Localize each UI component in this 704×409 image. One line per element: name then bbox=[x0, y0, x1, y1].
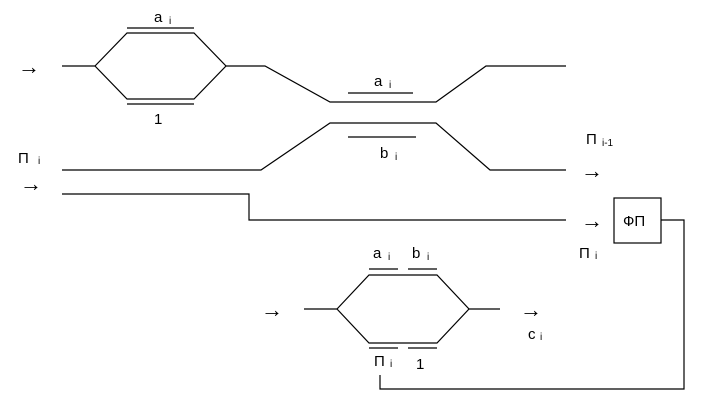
low-p-label: П bbox=[374, 353, 385, 370]
top-right-wire bbox=[226, 65, 566, 103]
p-left-label: П bbox=[18, 150, 29, 167]
p-fp-label: П bbox=[579, 245, 590, 262]
fp-input-arrow: → bbox=[581, 208, 603, 233]
middle-wire bbox=[62, 122, 566, 171]
fp-block-label: ФП bbox=[623, 213, 645, 230]
top-one-label: 1 bbox=[154, 111, 162, 128]
mid-b-label: b bbox=[380, 145, 388, 162]
p-out-label: П bbox=[586, 131, 597, 148]
low-p-subscript: i bbox=[390, 359, 392, 370]
low-b-label: b bbox=[412, 245, 420, 262]
top-input-arrow: → bbox=[18, 54, 40, 79]
lower-wire bbox=[62, 193, 566, 221]
p-out-subscript: i-1 bbox=[602, 138, 614, 149]
low-a-subscript: i bbox=[388, 252, 390, 263]
p-left-subscript: i bbox=[38, 156, 40, 167]
p-fp-subscript: i bbox=[595, 251, 597, 262]
fp-feedback-wire bbox=[379, 219, 685, 390]
low-hex-outline bbox=[336, 274, 470, 344]
fp-block bbox=[613, 197, 662, 244]
low-b-subscript: i bbox=[427, 252, 429, 263]
c-subscript: i bbox=[540, 332, 542, 343]
p-left-arrow: → bbox=[20, 171, 42, 196]
mid-b-subscript: i bbox=[395, 152, 397, 163]
p-out-arrow: → bbox=[581, 158, 603, 183]
top-hex-outline bbox=[94, 32, 227, 100]
low-one-label: 1 bbox=[416, 356, 424, 373]
c-output-arrow: → bbox=[520, 297, 542, 322]
low-input-arrow: → bbox=[261, 297, 283, 322]
mid-a-subscript: i bbox=[389, 80, 391, 91]
top-a-subscript: i bbox=[169, 16, 171, 27]
top-a-label: a bbox=[154, 9, 163, 26]
c-label: c bbox=[528, 326, 536, 343]
mid-a-label: a bbox=[374, 73, 383, 90]
low-a-label: a bbox=[373, 245, 382, 262]
top-hex-element bbox=[62, 27, 227, 105]
low-hex-element bbox=[304, 268, 500, 349]
